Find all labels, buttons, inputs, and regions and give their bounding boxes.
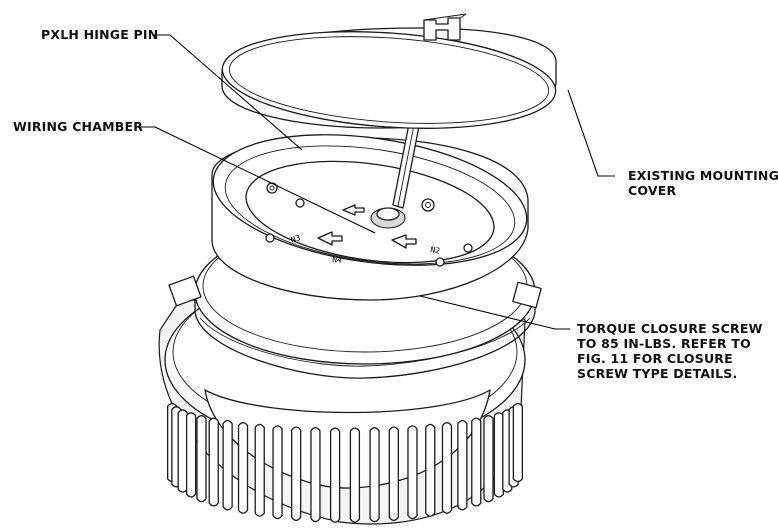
cooling-fin xyxy=(208,417,219,507)
cooling-fin xyxy=(441,422,453,514)
cooling-fin xyxy=(471,417,482,507)
callout-torque-screw-line-2: TO 85 IN-LBS. REFER TO xyxy=(577,336,751,351)
cooling-fin xyxy=(369,427,380,523)
callout-torque-screw: TORQUE CLOSURE SCREW TO 85 IN-LBS. REFER… xyxy=(577,321,763,381)
cooling-fin xyxy=(237,422,249,514)
leader-wiring-chamber xyxy=(138,126,376,234)
cooling-fin xyxy=(425,423,436,517)
cooling-fin xyxy=(196,415,207,503)
plate-mark-3: N4 xyxy=(332,255,343,265)
cooling-fin xyxy=(483,415,494,503)
leader-hinge-pin xyxy=(152,34,303,151)
leader-torque-screw xyxy=(419,295,570,330)
cooling-fin xyxy=(457,419,468,511)
wiring-chamber-housing: N3 N2 N4 xyxy=(211,134,529,301)
callout-torque-screw-line-1: TORQUE CLOSURE SCREW xyxy=(577,321,763,336)
callout-mounting-cover-line-1: EXISTING MOUNTING xyxy=(628,168,778,183)
leader-mounting-cover xyxy=(567,89,615,177)
callout-mounting-cover: EXISTING MOUNTING COVER xyxy=(628,168,778,198)
cooling-fin xyxy=(310,427,321,523)
callout-hinge-pin-text: PXLH HINGE PIN xyxy=(41,27,159,42)
cooling-fin xyxy=(254,423,265,517)
callout-wiring-chamber: WIRING CHAMBER xyxy=(13,119,143,134)
cooling-fin xyxy=(349,427,361,523)
callout-torque-screw-line-3: FIG. 11 FOR CLOSURE xyxy=(577,351,733,366)
cooling-fin xyxy=(177,409,188,493)
callout-wiring-chamber-text: WIRING CHAMBER xyxy=(13,119,144,134)
cooling-fin xyxy=(329,427,341,523)
cooling-fin xyxy=(272,425,283,520)
cooling-fin xyxy=(512,402,523,483)
mounting-cover xyxy=(221,13,557,129)
callout-torque-screw-line-4: SCREW TYPE DETAILS. xyxy=(577,366,738,381)
callout-hinge-pin: PXLH HINGE PIN xyxy=(41,27,158,42)
cooling-fin xyxy=(388,426,399,522)
cooling-fin xyxy=(407,425,418,520)
plate-mark-1: N3 xyxy=(290,233,302,245)
callout-mounting-cover-line-2: COVER xyxy=(628,183,677,198)
plate-mark-2: N2 xyxy=(430,245,441,256)
cooling-fin xyxy=(291,426,302,522)
leader-lines xyxy=(138,34,615,330)
cooling-fin xyxy=(185,412,197,498)
cooling-fins xyxy=(167,402,523,523)
cooling-fin xyxy=(222,419,233,511)
cooling-fin xyxy=(493,412,505,498)
